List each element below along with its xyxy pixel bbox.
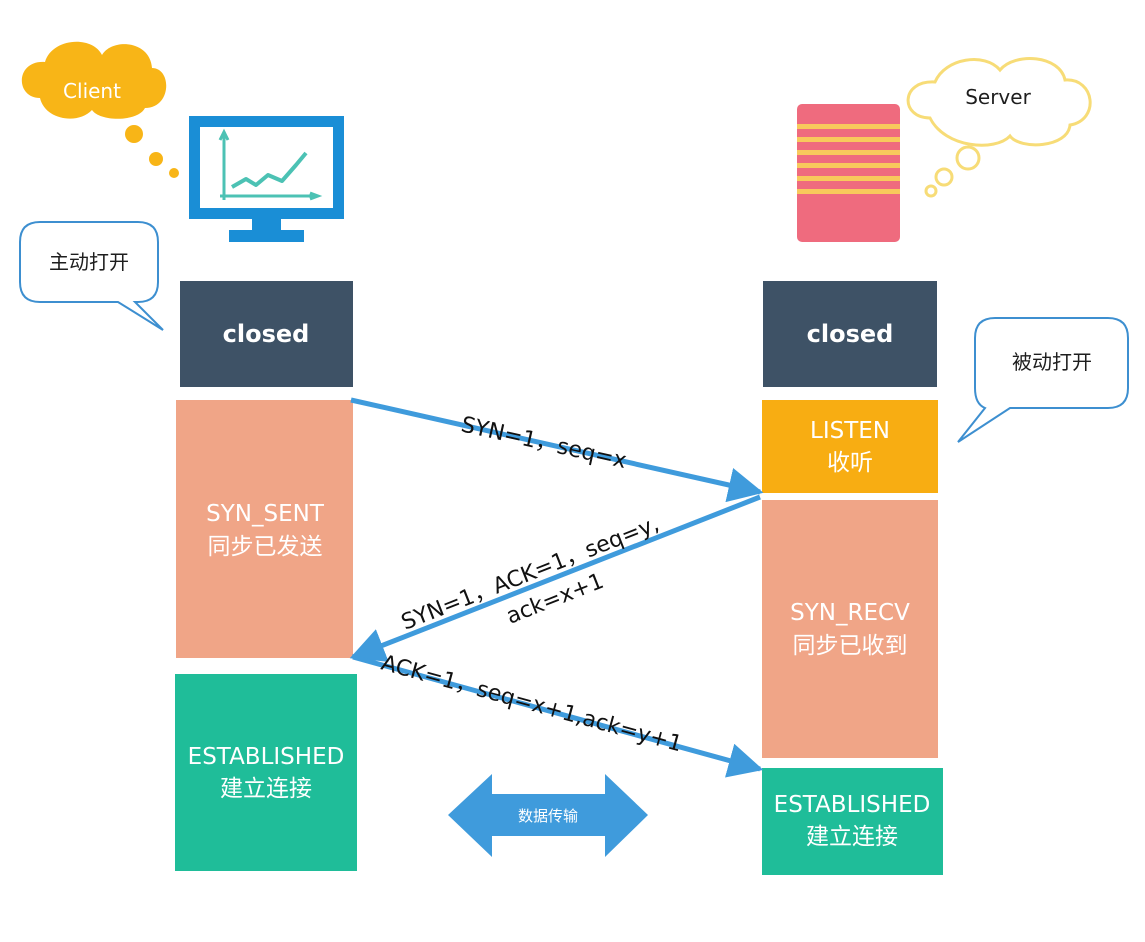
server-stripe	[797, 124, 900, 129]
server-state-closed-label: closed	[807, 320, 894, 348]
syn-ack-arrow	[349, 494, 761, 662]
server-open-label: 被动打开	[1012, 350, 1092, 374]
server-icon	[797, 104, 900, 242]
server-cloud: Server	[906, 57, 1092, 198]
monitor-icon	[189, 116, 344, 242]
client-state-syn-sent-label: SYN_SENT	[206, 501, 325, 527]
syn-message-label: SYN=1，seq=x	[459, 412, 629, 473]
server-stripe	[797, 176, 900, 181]
client-cloud-dot	[169, 168, 179, 178]
client-open-bubble: 主动打开	[19, 221, 164, 331]
server-stripe	[797, 150, 900, 155]
server-state-syn-recv-cn: 同步已收到	[793, 633, 908, 659]
server-stripe	[797, 137, 900, 142]
server-states: closed LISTEN 收听 SYN_RECV 同步已收到 ESTABLIS…	[762, 281, 943, 875]
client-state-syn-sent	[176, 400, 353, 658]
ack-message-label: ACK=1，seq=x+1,ack=y+1	[378, 651, 684, 758]
client-state-closed-label: closed	[223, 320, 310, 348]
client-open-label: 主动打开	[49, 250, 129, 274]
client-state-established-label: ESTABLISHED	[188, 744, 345, 770]
data-transfer-label: 数据传输	[518, 807, 578, 825]
server-state-listen-label: LISTEN	[810, 418, 890, 444]
data-transfer-arrow: 数据传输	[448, 774, 648, 857]
ack-arrow	[352, 654, 764, 778]
client-cloud-shape	[21, 41, 167, 119]
monitor-chart-y-arrow	[218, 128, 230, 141]
client-cloud: Client	[21, 41, 179, 178]
server-state-syn-recv	[762, 500, 938, 758]
client-state-established-cn: 建立连接	[220, 776, 312, 802]
server-state-syn-recv-label: SYN_RECV	[790, 600, 910, 626]
double-arrow-shape	[448, 774, 648, 857]
server-state-established	[762, 768, 943, 875]
server-cloud-shape	[906, 57, 1092, 147]
monitor-base	[229, 230, 304, 242]
monitor-chart-line	[231, 151, 308, 189]
client-open-bubble-shape	[19, 221, 164, 331]
server-cloud-dot	[924, 184, 938, 198]
client-states: closed SYN_SENT 同步已发送 ESTABLISHED 建立连接	[175, 281, 357, 871]
client-state-established	[175, 674, 357, 871]
client-name: Client	[63, 79, 121, 103]
server-state-closed	[763, 281, 937, 387]
server-state-listen	[762, 400, 938, 493]
server-open-bubble-shape	[957, 317, 1129, 443]
client-state-syn-sent-cn: 同步已发送	[208, 534, 323, 560]
server-cloud-dot	[934, 167, 954, 187]
syn-arrow	[350, 397, 764, 503]
server-name: Server	[965, 85, 1031, 109]
server-cloud-dot	[955, 145, 981, 171]
server-state-established-cn: 建立连接	[806, 824, 898, 850]
server-stripe	[797, 163, 900, 168]
server-stripe	[797, 189, 900, 194]
monitor-chart-x-arrow	[309, 191, 323, 201]
client-cloud-dot	[125, 125, 143, 143]
server-state-listen-cn: 收听	[827, 450, 873, 476]
client-state-closed	[180, 281, 353, 387]
server-open-bubble: 被动打开	[957, 317, 1129, 443]
server-state-established-label: ESTABLISHED	[774, 792, 931, 818]
message-arrows	[349, 397, 764, 778]
monitor-neck	[252, 219, 281, 232]
client-cloud-dot	[149, 152, 163, 166]
